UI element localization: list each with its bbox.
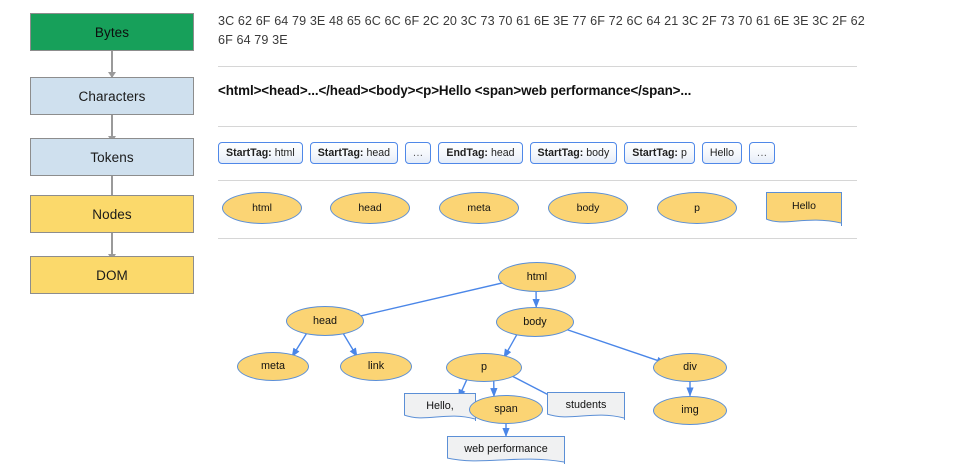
tree-edge bbox=[555, 325, 666, 364]
token-value-label: ... bbox=[413, 147, 424, 159]
token-chip: StartTag:body bbox=[529, 142, 618, 164]
token-chip: StartTag:head bbox=[309, 142, 399, 164]
tree-node-label: img bbox=[681, 404, 699, 416]
pipeline-arrow-1 bbox=[108, 51, 116, 78]
token-chip: Hello bbox=[701, 142, 743, 164]
pipeline-stage-label: Tokens bbox=[90, 149, 134, 165]
token-type-label: StartTag: bbox=[632, 147, 678, 159]
token-chip: ... bbox=[749, 142, 776, 164]
tree-node-label: Hello, bbox=[426, 400, 454, 412]
node-chip-wave bbox=[766, 218, 842, 228]
tree-node-label: html bbox=[526, 271, 548, 283]
tree-node-label: p bbox=[480, 361, 487, 373]
tree-node-wave bbox=[404, 414, 476, 424]
token-type-label: StartTag: bbox=[537, 147, 584, 159]
pipeline-column: Bytes Characters Tokens Nodes DOM bbox=[30, 0, 196, 472]
node-chip-body: body bbox=[548, 192, 628, 224]
tree-node-body: body bbox=[496, 307, 574, 337]
token-type-label: StartTag: bbox=[317, 147, 364, 159]
divider-2 bbox=[218, 126, 857, 127]
node-chip-label: body bbox=[576, 202, 600, 214]
node-chip-p: p bbox=[657, 192, 737, 224]
tree-node-label: link bbox=[367, 360, 385, 372]
divider-4 bbox=[218, 238, 857, 239]
tree-node-wave bbox=[447, 457, 565, 467]
pipeline-stage-label: Characters bbox=[78, 88, 146, 104]
token-type-label: StartTag: bbox=[226, 147, 272, 159]
token-value-label: head bbox=[366, 147, 391, 159]
tree-node-label: meta bbox=[260, 360, 285, 372]
pipeline-stage-label: Nodes bbox=[92, 206, 132, 222]
tree-node-label: body bbox=[523, 316, 547, 328]
tree-node-wave bbox=[547, 413, 625, 423]
tree-node-img: img bbox=[653, 395, 727, 425]
token-value-label: Hello bbox=[709, 147, 735, 159]
token-value-label: html bbox=[274, 147, 295, 159]
dom-tree-edges bbox=[291, 279, 694, 437]
node-chip-label: meta bbox=[467, 202, 491, 214]
tree-node-link: link bbox=[340, 351, 412, 381]
node-chip-meta: meta bbox=[439, 192, 519, 224]
node-chip-label: p bbox=[694, 202, 700, 214]
node-chip-label: Hello bbox=[792, 200, 816, 212]
tree-node-label: span bbox=[494, 403, 518, 415]
token-value-label: p bbox=[680, 147, 687, 159]
tree-node-label: students bbox=[565, 399, 607, 411]
tree-node-label: head bbox=[312, 315, 338, 327]
tree-node-label: div bbox=[683, 361, 697, 373]
token-chip: StartTag:html bbox=[218, 142, 303, 164]
tree-node-div: div bbox=[653, 352, 727, 382]
token-chip: StartTag:p bbox=[624, 142, 695, 164]
token-value-label: ... bbox=[757, 147, 768, 159]
tree-node-head: head bbox=[286, 306, 364, 336]
content-column: 3C 62 6F 64 79 3E 48 65 6C 6C 6F 2C 20 3… bbox=[218, 0, 954, 472]
node-chip-html: html bbox=[222, 192, 302, 224]
node-chip-label: head bbox=[358, 202, 382, 214]
tree-edge bbox=[340, 329, 358, 358]
token-chip: EndTag:head bbox=[438, 142, 523, 164]
pipeline-stage-label: DOM bbox=[96, 267, 128, 283]
pipeline-stage-dom: DOM bbox=[30, 256, 194, 294]
pipeline-stage-tokens: Tokens bbox=[30, 138, 194, 176]
divider-1 bbox=[218, 66, 857, 67]
tree-edge bbox=[351, 279, 517, 320]
tree-node-meta: meta bbox=[237, 351, 309, 381]
token-value-label: head bbox=[490, 147, 515, 159]
node-chip-label: html bbox=[252, 202, 272, 214]
pipeline-stage-characters: Characters bbox=[30, 77, 194, 115]
pipeline-stage-nodes: Nodes bbox=[30, 195, 194, 233]
divider-3 bbox=[218, 180, 857, 181]
pipeline-stage-label: Bytes bbox=[94, 24, 130, 40]
token-chip: ... bbox=[405, 142, 432, 164]
token-type-label: EndTag: bbox=[446, 147, 488, 159]
tree-node-span: span bbox=[469, 394, 543, 424]
characters-markup-text: <html><head>...</head><body><p>Hello <sp… bbox=[218, 83, 692, 98]
token-value-label: body bbox=[586, 147, 610, 159]
pipeline-stage-bytes: Bytes bbox=[30, 13, 194, 51]
tree-node-label: web performance bbox=[464, 443, 548, 455]
tree-node-p: p bbox=[446, 352, 522, 382]
node-chip-head: head bbox=[330, 192, 410, 224]
bytes-hex-text: 3C 62 6F 64 79 3E 48 65 6C 6C 6F 2C 20 3… bbox=[218, 14, 865, 47]
tree-node-html: html bbox=[498, 262, 576, 292]
